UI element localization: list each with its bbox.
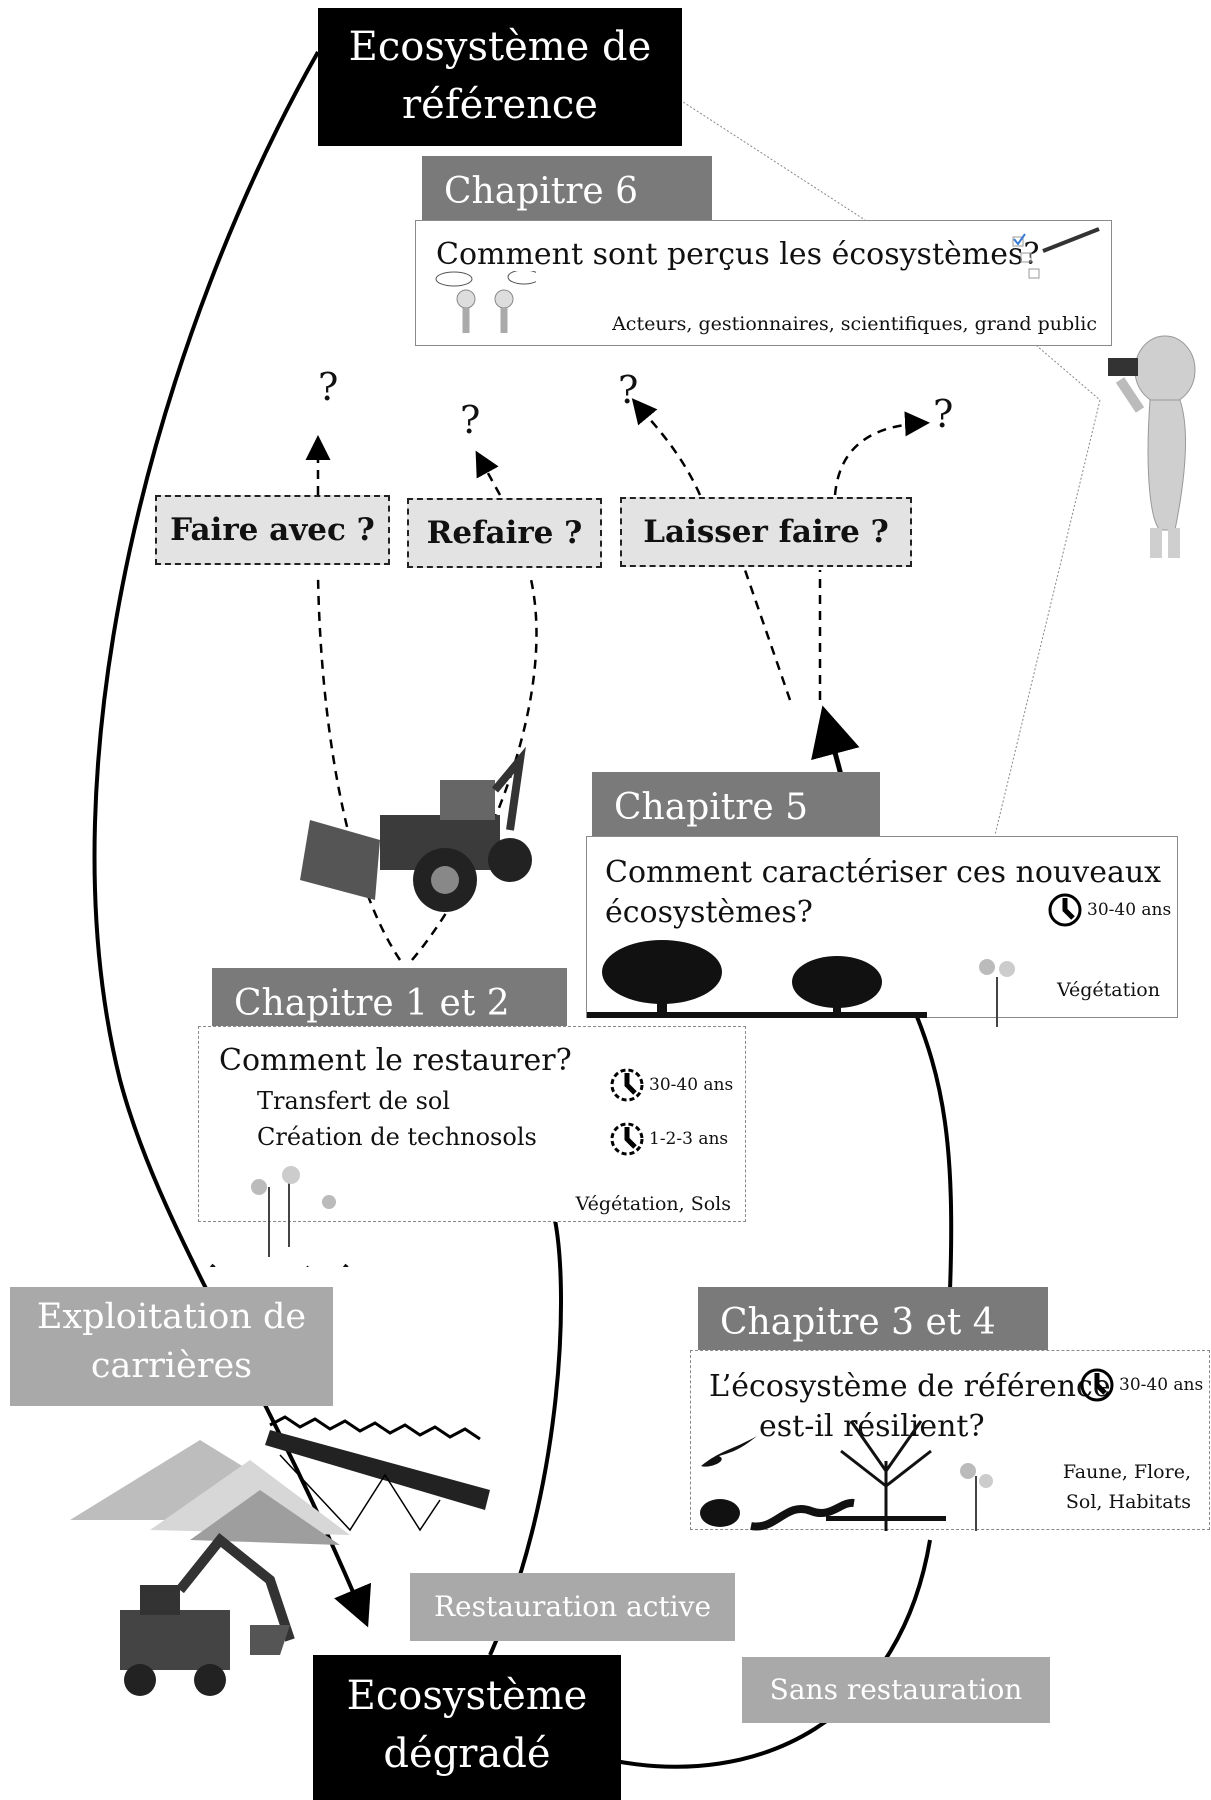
plant-icon <box>979 959 1015 1027</box>
plant-icon <box>209 1166 349 1267</box>
dashed-q4 <box>833 411 930 496</box>
chapter34-header: Chapitre 3 et 4 <box>698 1287 1048 1357</box>
chapter5-panel: Comment caractériser ces nouveaux écosys… <box>586 836 1178 1027</box>
chapter6-title: Chapitre 6 <box>444 170 639 212</box>
plant-icon <box>960 1463 993 1531</box>
chapter34-question-line1: L’écosystème de référence <box>709 1369 1111 1404</box>
checklist-icon <box>1012 227 1100 279</box>
observer-line-1 <box>679 99 866 221</box>
dashed-q3 <box>631 398 702 496</box>
chapter34-duration: 30-40 ans <box>1079 1367 1203 1403</box>
chapter6-tag: Acteurs, gestionnaires, scientifiques, g… <box>612 313 1097 335</box>
chapter12-duration1-label: 30-40 ans <box>649 1075 734 1095</box>
quarrying-box: Exploitation de carrières <box>10 1287 333 1406</box>
people-thinking-icon <box>435 271 536 333</box>
chapter34-tag-line1: Faune, Flore, <box>1062 1461 1191 1483</box>
chapter12-title: Chapitre 1 et 2 <box>234 982 510 1024</box>
tree-icon <box>587 940 927 1018</box>
observer-line-2 <box>1029 339 1101 401</box>
strategy-faire-avec: Faire avec ? <box>155 495 390 565</box>
chapter6-panel: Comment sont perçus les écosystèmes? Act… <box>415 220 1112 346</box>
chapter12-duration2: 1-2-3 ans <box>609 1121 728 1157</box>
chapter12-question: Comment le restaurer? <box>219 1043 572 1078</box>
degraded-ecosystem-label: Ecosystème dégradé <box>346 1673 588 1777</box>
dashed-faire-avec <box>316 574 402 961</box>
chapter6-header: Chapitre 6 <box>422 156 712 226</box>
active-restoration-label: Restauration active <box>433 1590 712 1623</box>
chapter34-question-line2: est-il résilient? <box>759 1409 985 1444</box>
strategy-refaire: Refaire ? <box>407 498 602 568</box>
chapter5-duration-label: 30-40 ans <box>1087 900 1172 920</box>
frog-icon <box>700 1499 740 1527</box>
crusher-icon <box>265 1415 490 1532</box>
no-restoration-box: Sans restauration <box>742 1657 1050 1723</box>
chapter5-question-line1: Comment caractériser ces nouveaux <box>605 855 1162 890</box>
chapter5-duration: 30-40 ans <box>1047 892 1171 928</box>
chapter12-duration1: 30-40 ans <box>609 1067 733 1103</box>
resilience-curve <box>908 999 954 1291</box>
question-mark-3: ? <box>618 368 639 412</box>
clock-icon <box>1048 893 1082 927</box>
tree-icon <box>826 1420 946 1531</box>
observer-line-3 <box>994 399 1101 836</box>
no-restoration-curve <box>609 1539 932 1769</box>
reference-ecosystem-label: Ecosystème de référence <box>348 24 652 128</box>
no-restoration-label: Sans restauration <box>769 1673 1023 1706</box>
chapter34-duration-label: 30-40 ans <box>1119 1375 1204 1395</box>
binoculars-figure-icon <box>1108 335 1196 558</box>
clock-icon <box>1080 1368 1114 1402</box>
chapter12-panel: Comment le restaurer? Transfert de sol C… <box>198 1026 746 1267</box>
clock-icon <box>610 1122 644 1156</box>
quarrying-label: Exploitation de carrières <box>36 1297 307 1386</box>
chapter34-tag-line2: Sol, Habitats <box>1065 1491 1191 1513</box>
chapter12-item2: Création de technosols <box>257 1123 537 1151</box>
strategy-refaire-label: Refaire ? <box>426 515 583 551</box>
chapter12-duration2-label: 1-2-3 ans <box>649 1129 729 1149</box>
chapter34-panel: L’écosystème de référence est-il résilie… <box>690 1350 1210 1531</box>
strategy-laisser-faire: Laisser faire ? <box>620 497 912 567</box>
chapter6-question: Comment sont perçus les écosystèmes? <box>436 237 1040 272</box>
sand-pile-icon <box>70 1440 350 1545</box>
clock-icon <box>610 1068 644 1102</box>
question-mark-4: ? <box>933 392 954 436</box>
dashed-q2 <box>475 450 502 496</box>
reference-ecosystem-box: Ecosystème de référence <box>318 8 682 146</box>
chapter34-title: Chapitre 3 et 4 <box>720 1301 996 1343</box>
tractor-icon <box>300 746 532 912</box>
snake-icon <box>750 1498 855 1531</box>
strategy-faire-avec-label: Faire avec ? <box>170 512 375 548</box>
excavator-icon <box>120 1532 295 1696</box>
chapter12-tag: Végétation, Sols <box>575 1193 731 1215</box>
question-mark-1: ? <box>318 365 339 409</box>
dashed-refaire <box>411 574 538 961</box>
bird-icon <box>701 1436 757 1467</box>
chapter5-header: Chapitre 5 <box>592 772 880 842</box>
chapter5-title: Chapitre 5 <box>614 786 809 828</box>
dashed-ch5-left <box>743 569 792 701</box>
degraded-ecosystem-box: Ecosystème dégradé <box>313 1655 621 1800</box>
chapter5-question-line2: écosystèmes? <box>605 895 813 930</box>
strategy-laisser-faire-label: Laisser faire ? <box>643 514 889 550</box>
chapter12-item1: Transfert de sol <box>257 1087 451 1115</box>
active-restoration-box: Restauration active <box>410 1573 735 1641</box>
chapter5-tag: Végétation <box>1057 979 1160 1001</box>
question-mark-2: ? <box>460 398 481 442</box>
